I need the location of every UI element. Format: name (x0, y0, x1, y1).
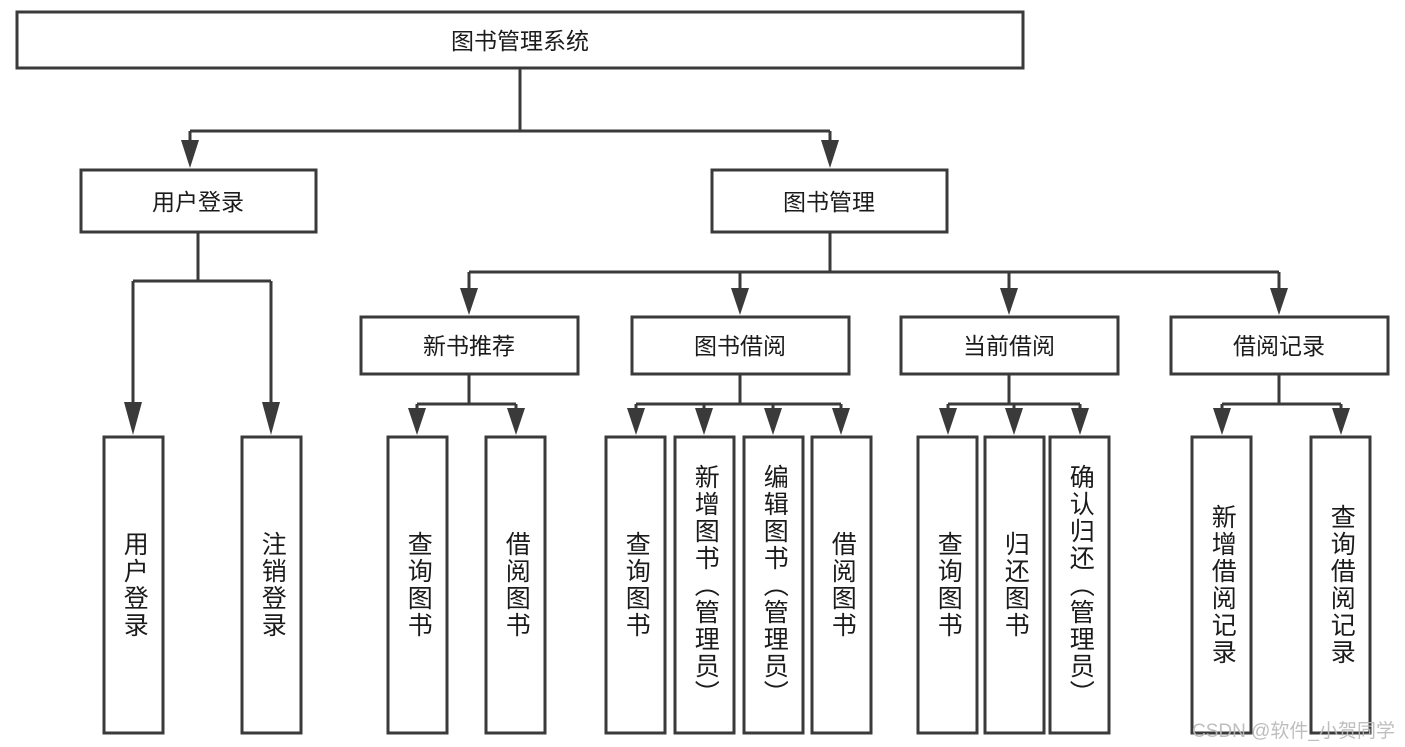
leaf-box-query-record[interactable] (1309, 435, 1372, 735)
leaf-box-group (102, 435, 1372, 735)
arrow-to-add-record (1213, 408, 1231, 435)
node-root-system[interactable]: 图书管理系统 (15, 10, 1025, 70)
arrow-to-query-book-2 (627, 408, 645, 435)
connector-group (124, 68, 1350, 435)
arrow-to-borrow-record (1270, 288, 1288, 315)
arrow-to-confirm-return (1071, 408, 1089, 435)
leaf-box-borrow-book-1[interactable] (484, 435, 547, 735)
arrow-to-query-book-1 (408, 408, 426, 435)
node-book-management-label: 图书管理 (783, 189, 875, 215)
leaf-box-confirm-return[interactable] (1048, 435, 1111, 735)
leaf-box-logout[interactable] (240, 435, 303, 735)
node-user-login-label: 用户登录 (152, 189, 244, 215)
node-book-borrow-label: 图书借阅 (694, 333, 786, 359)
node-root-system-label: 图书管理系统 (451, 28, 589, 54)
arrow-to-user-login (181, 140, 199, 168)
node-new-book-recommend-label: 新书推荐 (423, 333, 515, 359)
arrow-to-book-manage (821, 140, 839, 168)
node-borrow-record-label: 借阅记录 (1233, 333, 1325, 359)
node-book-borrow[interactable]: 图书借阅 (630, 315, 851, 376)
leaf-box-add-book[interactable] (673, 435, 736, 735)
arrow-to-current-borrow (1000, 288, 1018, 315)
arrow-to-new-book-rec (460, 288, 478, 315)
leaf-box-query-book-1[interactable] (386, 435, 449, 735)
arrow-to-book-borrow (731, 288, 749, 315)
leaf-box-add-record[interactable] (1190, 435, 1253, 735)
node-new-book-recommend[interactable]: 新书推荐 (359, 315, 580, 376)
node-current-borrow[interactable]: 当前借阅 (899, 315, 1120, 376)
node-user-login[interactable]: 用户登录 (79, 168, 318, 234)
arrow-to-logout-leaf (262, 402, 280, 435)
node-book-management[interactable]: 图书管理 (710, 168, 949, 234)
leaf-box-borrow-book-2[interactable] (810, 435, 873, 735)
arrow-to-borrow-book-1 (507, 408, 525, 435)
csdn-watermark: CSDN @软件_小贺同学 (1192, 721, 1395, 742)
arrow-to-query-book-3 (939, 408, 957, 435)
node-borrow-record[interactable]: 借阅记录 (1169, 315, 1390, 376)
arrow-to-return-book (1005, 408, 1023, 435)
leaf-box-return-book[interactable] (983, 435, 1046, 735)
leaf-box-user-login[interactable] (102, 435, 165, 735)
leaf-box-edit-book[interactable] (742, 435, 805, 735)
arrow-to-user-login-leaf (124, 402, 142, 435)
leaf-box-query-book-2[interactable] (604, 435, 667, 735)
node-current-borrow-label: 当前借阅 (963, 333, 1055, 359)
arrow-to-borrow-book-2 (832, 408, 850, 435)
arrow-to-query-record (1332, 408, 1350, 435)
leaf-box-query-book-3[interactable] (916, 435, 979, 735)
arrow-to-add-book (695, 408, 713, 435)
arrow-to-edit-book (764, 408, 782, 435)
